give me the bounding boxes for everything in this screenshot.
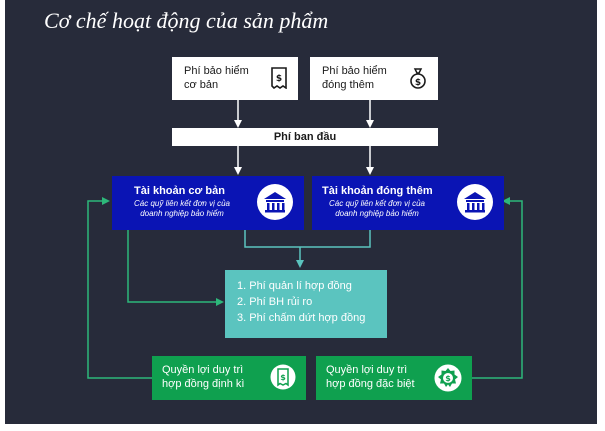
periodic-benefit-line1: Quyền lợi duy trì — [162, 364, 244, 376]
extra-account-title: Tài khoản đóng thêm — [322, 185, 433, 197]
extra-premium-line2: đóng thêm — [322, 79, 374, 91]
page-title: Cơ chế hoạt động của sản phẩm — [44, 8, 329, 33]
arrow-special-benefit-to-extra-account — [472, 197, 523, 379]
special-benefit-line2: hợp đồng đặc biệt — [326, 378, 415, 390]
base-account-sub1: Các quỹ liên kết đơn vị của — [134, 199, 230, 208]
base-account-title: Tài khoản cơ bản — [134, 185, 225, 197]
base-premium-line1: Phí bảo hiểm — [184, 65, 249, 77]
svg-text:$: $ — [276, 74, 282, 84]
dollar-gear-icon: $ — [434, 364, 462, 396]
svg-text:$: $ — [445, 374, 451, 383]
base-account-subtitle: Các quỹ liên kết đơn vị của doanh nghiệp… — [124, 199, 240, 219]
extra-premium-line1: Phí bảo hiểm — [322, 65, 387, 77]
bank-icon — [256, 183, 294, 226]
base-account-sub2: doanh nghiệp bảo hiểm — [140, 209, 224, 218]
bank-icon — [456, 183, 494, 226]
extra-account-subtitle: Các quỹ liên kết đơn vị của doanh nghiệp… — [318, 199, 436, 219]
fees-list-box: 1. Phí quản lí hợp đồng 2. Phí BH rủi ro… — [225, 270, 387, 338]
connector-accounts-to-fees — [244, 230, 371, 248]
fee-item-2: 2. Phí BH rủi ro — [237, 296, 313, 308]
periodic-benefit-box: Quyền lợi duy trì hợp đồng định kì $ — [152, 356, 306, 400]
arrow-periodic-benefit-to-base-account — [87, 197, 152, 379]
svg-text:$: $ — [280, 373, 286, 382]
base-premium-line2: cơ bản — [184, 79, 219, 91]
extra-account-sub1: Các quỹ liên kết đơn vị của — [329, 199, 425, 208]
receipt-icon: $ — [270, 67, 288, 93]
money-bag-icon: $ — [408, 67, 428, 93]
initial-fee-bar: Phí ban đầu — [172, 128, 438, 146]
extra-premium-box: Phí bảo hiểm đóng thêm $ — [310, 57, 438, 100]
extra-account-sub2: doanh nghiệp bảo hiểm — [335, 209, 419, 218]
extra-account-box: Tài khoản đóng thêm Các quỹ liên kết đơn… — [312, 176, 504, 230]
svg-text:$: $ — [415, 78, 421, 88]
arrow-base-account-to-fees — [127, 230, 224, 306]
base-premium-box: Phí bảo hiểm cơ bản $ — [172, 57, 298, 100]
base-account-box: Tài khoản cơ bản Các quỹ liên kết đơn vị… — [112, 176, 304, 230]
fee-item-3: 3. Phí chấm dứt hợp đồng — [237, 312, 366, 324]
receipt-icon: $ — [270, 364, 296, 394]
special-benefit-line1: Quyền lợi duy trì — [326, 364, 408, 376]
special-benefit-box: Quyền lợi duy trì hợp đồng đặc biệt $ — [316, 356, 472, 400]
periodic-benefit-line2: hợp đồng định kì — [162, 378, 245, 390]
fee-item-1: 1. Phí quản lí hợp đồng — [237, 280, 352, 292]
